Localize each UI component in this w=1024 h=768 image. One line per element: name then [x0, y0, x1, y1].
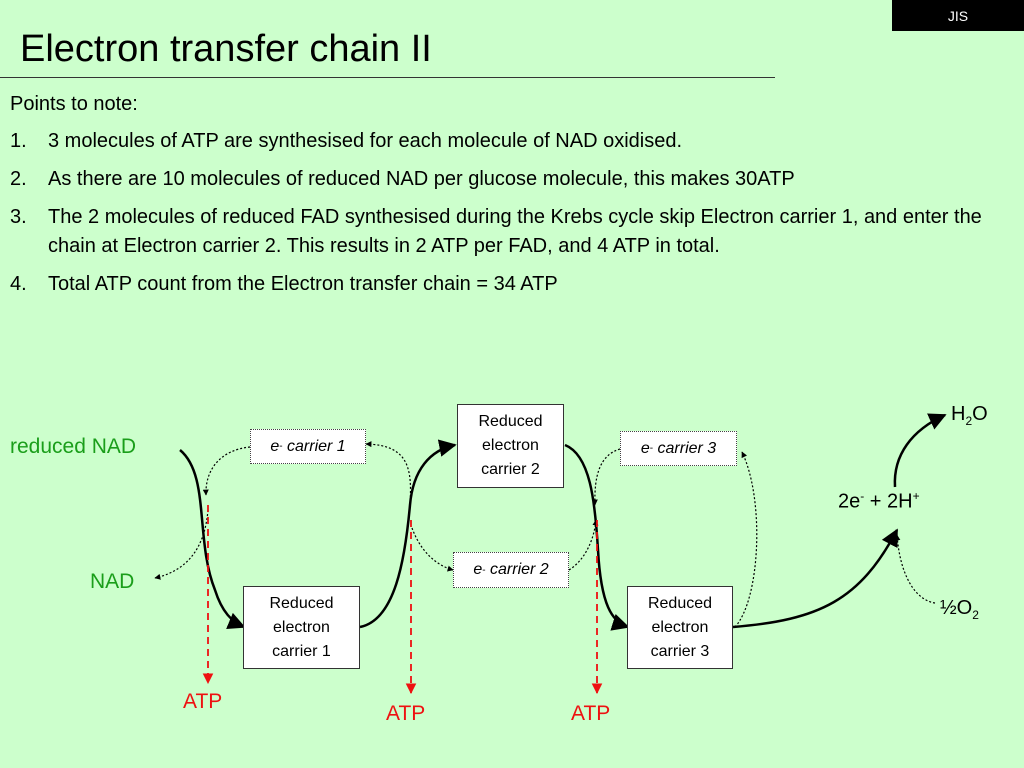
e-carrier-2-box: e- carrier 2 — [453, 552, 569, 588]
e-symbol: e — [473, 561, 483, 578]
e-carrier-text: carrier 1 — [282, 437, 346, 455]
note-text: The 2 molecules of reduced FAD synthesis… — [48, 206, 982, 257]
notes-section: Points to note: 1. 3 molecules of ATP are… — [10, 90, 1015, 308]
box-line: Reduced — [647, 594, 713, 612]
e-carrier-1-box: e- carrier 1 — [250, 429, 366, 464]
note-number: 2. — [10, 168, 27, 190]
note-text: 3 molecules of ATP are synthesised for e… — [48, 130, 683, 152]
note-number: 1. — [10, 130, 27, 152]
atp-label-2: ATP — [386, 702, 426, 725]
flow-arrow-carrier3-to-electrons — [732, 528, 899, 629]
box-line: electron — [273, 618, 330, 636]
dotted-arrow-ecarrier1-out — [365, 441, 412, 506]
dotted-arrow-ecarrier2-out — [411, 527, 454, 572]
dotted-arrow-ecarrier1-in — [202, 446, 251, 496]
atp-label-3: ATP — [571, 702, 611, 725]
electron-charge: - — [860, 489, 865, 503]
dotted-arrow-ecarrier3-in — [591, 448, 621, 506]
e-carrier-text: carrier 3 — [653, 439, 717, 457]
notes-list: 1. 3 molecules of ATP are synthesised for… — [10, 127, 1015, 299]
note-item: 2. As there are 10 molecules of reduced N… — [10, 165, 1015, 194]
atp-label-1: ATP — [183, 690, 223, 713]
e-symbol: e — [270, 437, 280, 455]
e-charge: - — [649, 443, 654, 454]
note-number: 4. — [10, 273, 27, 295]
box-line: electron — [482, 437, 539, 454]
box-line: carrier 3 — [650, 642, 710, 660]
box-line: Reduced — [478, 413, 543, 430]
dotted-arrow-ecarrier3-out — [734, 451, 758, 628]
note-text: As there are 10 molecules of reduced NAD… — [48, 168, 795, 190]
note-item: 3. The 2 molecules of reduced FAD synthes… — [10, 203, 1015, 261]
flow-arrow-carrier1-to-carrier2 — [359, 439, 457, 629]
reduced-nad-label: reduced NAD — [10, 435, 137, 458]
electrons-text: 2e — [838, 490, 861, 513]
dotted-arrow-ecarrier2-in — [568, 519, 599, 571]
flow-arrow-carrier2-to-carrier3 — [564, 443, 630, 631]
oxygen-label: ½O2 — [940, 597, 979, 622]
box-line: Reduced — [269, 594, 334, 612]
dotted-arrow-nad-out — [154, 509, 209, 580]
water-o: O — [972, 403, 988, 425]
box-line: electron — [651, 618, 709, 636]
title-divider — [0, 77, 775, 78]
e-carrier-3-box: e- carrier 3 — [620, 431, 737, 466]
water-subscript: 2 — [965, 414, 973, 428]
dotted-arrow-oxygen-in — [894, 534, 936, 604]
proton-charge: + — [912, 489, 920, 503]
box-line: carrier 2 — [481, 461, 540, 478]
flow-arrow-electrons-to-water — [893, 413, 947, 488]
page-title: Electron transfer chain II — [20, 28, 432, 70]
electrons-protons-label: 2e- + 2H+ — [838, 489, 920, 514]
nad-label: NAD — [90, 570, 135, 593]
water-label: H2O — [951, 403, 988, 428]
box-line: carrier 1 — [272, 642, 331, 660]
e-charge: - — [279, 441, 283, 452]
e-symbol: e — [640, 439, 650, 457]
reduced-electron-carrier-1-box: Reduced electron carrier 1 — [243, 586, 360, 669]
e-carrier-text: carrier 2 — [485, 561, 549, 578]
oxygen-subscript: 2 — [972, 608, 979, 622]
reduced-electron-carrier-3-box: Reduced electron carrier 3 — [627, 586, 733, 669]
protons-text: + 2H — [864, 490, 913, 513]
note-item: 1. 3 molecules of ATP are synthesised for… — [10, 127, 1015, 156]
note-text: Total ATP count from the Electron transf… — [48, 273, 558, 295]
oxygen-text: ½O — [940, 597, 973, 619]
note-item: 4. Total ATP count from the Electron tran… — [10, 270, 1015, 299]
author-badge: JIS — [892, 0, 1024, 31]
note-number: 3. — [10, 206, 27, 228]
flow-arrow-nad-to-carrier1 — [179, 449, 246, 630]
reduced-electron-carrier-2-box: Reduced electron carrier 2 — [457, 404, 564, 488]
e-charge: - — [482, 564, 486, 576]
water-h: H — [951, 403, 966, 425]
notes-intro: Points to note: — [10, 93, 138, 115]
